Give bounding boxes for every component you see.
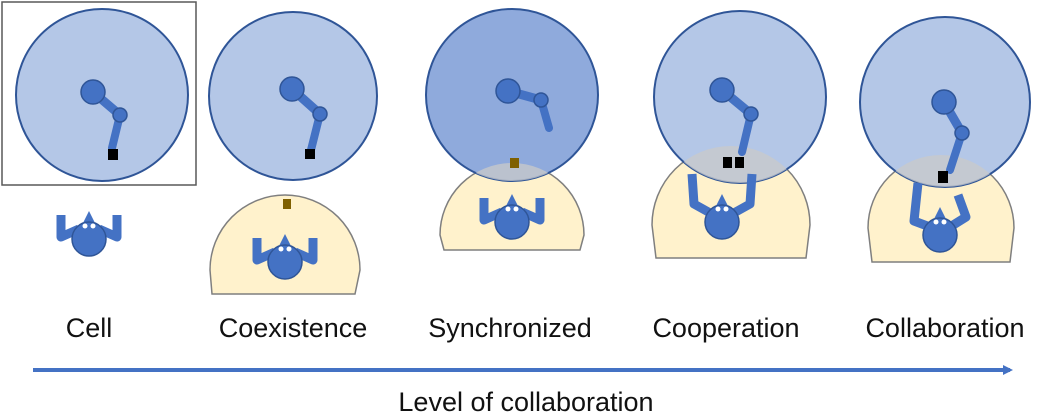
stage-label-collaboration: Collaboration (865, 313, 1024, 343)
workpiece (108, 149, 118, 160)
robot-arm (279, 76, 328, 154)
workpiece (305, 149, 315, 159)
robot-arm (931, 89, 970, 174)
robot-arm (495, 78, 553, 132)
stage-label-synchronized: Synchronized (428, 313, 592, 343)
axis-label: Level of collaboration (398, 387, 653, 417)
stage-coexistence (208, 11, 378, 295)
workpiece (283, 199, 291, 209)
human-operator (909, 182, 971, 253)
robot-base (279, 76, 305, 102)
human-operator (252, 234, 318, 280)
stage-label-cell: Cell (66, 313, 113, 343)
robot-joint (312, 106, 328, 122)
cell-frame (1, 1, 197, 186)
stage-collaboration (859, 16, 1031, 263)
stage-synchronized (425, 8, 599, 251)
human-operator (56, 211, 122, 257)
workpiece (510, 158, 519, 168)
robot-arm (80, 79, 128, 152)
workpiece (723, 157, 732, 168)
robot-arm (709, 77, 759, 156)
stage-cell (1, 1, 197, 257)
robot-joint (112, 107, 128, 123)
robot-base (80, 79, 106, 105)
stage-label-coexistence: Coexistence (219, 313, 368, 343)
human-operator (687, 173, 757, 240)
robot-joint (533, 92, 549, 108)
robot-base (495, 78, 521, 104)
robot-joint (954, 125, 970, 141)
robot-base (709, 77, 735, 103)
workpiece (938, 171, 948, 183)
workpiece (735, 157, 744, 168)
human-operator (479, 194, 545, 240)
stage-cooperation (651, 10, 827, 259)
robot-base (931, 89, 957, 115)
robot-joint (743, 106, 759, 122)
stage-label-cooperation: Cooperation (652, 313, 799, 343)
